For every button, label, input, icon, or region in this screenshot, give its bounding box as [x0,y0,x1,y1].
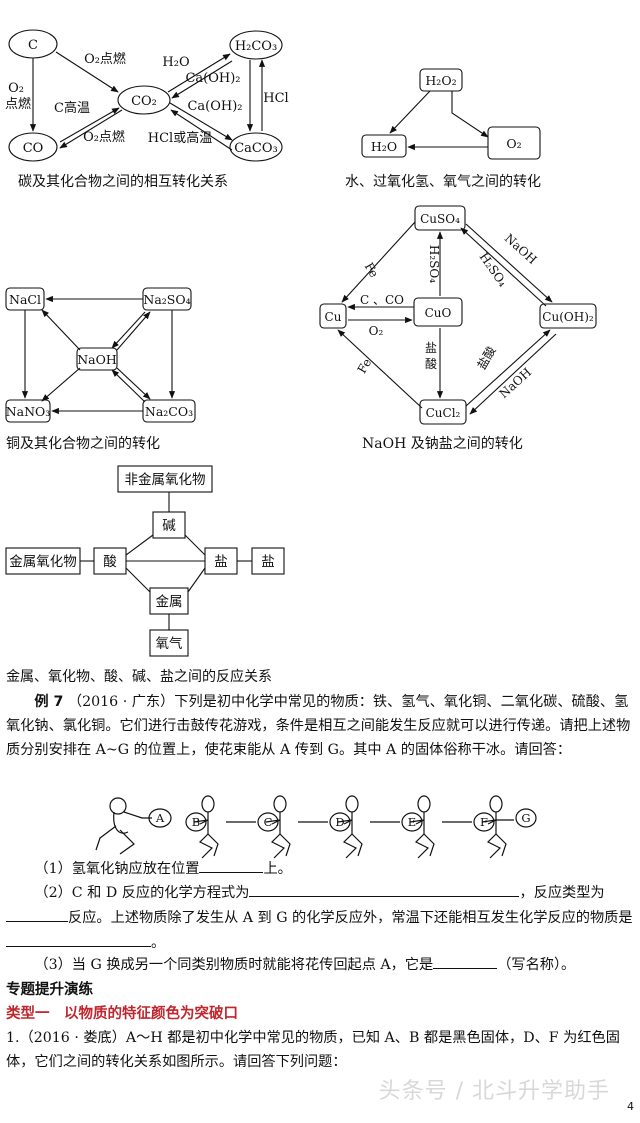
carbon-caption: 碳及其化合物之间的相互转化关系 [18,174,228,190]
pos-f: F [480,815,488,829]
flower-passing-figure: A B C D E F G [95,795,537,859]
question-1: （1）氢氧化钠应放在位置上。 [6,856,634,881]
question-3: （3）当 G 换成另一个同类别物质时就能将花传回起点 A，它是（写名称）。 [6,952,634,977]
answer-blank-2a[interactable] [249,880,520,897]
label-h2so4-mid: H₂SO₄ [427,245,441,283]
watermark: 头条号 / 北斗升学助手 [378,1079,610,1104]
label-naoh-bottom: NaOH [497,365,535,401]
type-heading: 类型一 以物质的特征颜色为突破口 [6,1006,238,1022]
answer-blank-1[interactable] [199,856,264,873]
sodium-caption: 铜及其化合物之间的转化 [6,436,160,452]
relations-caption: 金属、氧化物、酸、碱、盐之间的反应关系 [6,669,272,685]
example-title: 例 7 [34,694,64,710]
label-o2-ignite-top: O₂点燃 [84,51,126,67]
example-body: （2016 · 广东）下列是初中化学中常见的物质：铁、氢气、氧化铜、二氧化碳、硫… [6,694,631,758]
copper-diagram: CuSO₄ Cu CuO Cu(OH)₂ CuCl₂ Fe H₂SO₄ NaOH… [319,205,597,425]
question-2: （2）C 和 D 反应的化学方程式为，反应类型为反应。上述物质除了发生从 A 到… [6,880,634,955]
label-o2: O₂ [369,324,384,338]
node-cucl2: CuCl₂ [426,406,461,420]
node-h2o: H₂O [371,139,397,154]
node-h2co3: H₂CO₃ [235,39,277,54]
node-metal: 金属 [156,594,183,610]
node-salt-1: 盐 [214,554,228,570]
node-metal-oxide: 金属氧化物 [9,554,77,570]
label-hcl-or-high: HCl或高温 [148,130,212,146]
pos-d: D [335,815,344,829]
node-nacl: NaCl [9,292,41,307]
label-h2so4-diag: H₂SO₄ [477,250,510,289]
water-diagram: H₂O₂ H₂O O₂ [361,68,541,160]
label-caoh2-a: Ca(OH)₂ [185,71,240,86]
node-cuoh2: Cu(OH)₂ [542,310,594,324]
answer-blank-2b[interactable] [6,905,68,922]
water-caption: 水、过氧化氢、氧气之间的转化 [345,174,541,190]
label-caoh2-b: Ca(OH)₂ [187,99,242,114]
node-h2o2: H₂O₂ [425,73,456,88]
label-ignite-left: 点燃 [5,96,31,112]
node-cuo: CuO [425,306,452,320]
label-hcl-mid-2: 酸 [425,356,437,371]
label-hcl-diag: 盐酸 [474,344,499,372]
node-nano3: NaNO₃ [6,404,51,419]
node-o2: O₂ [506,136,521,151]
node-caco3: CaCO₃ [234,141,278,156]
node-salt-2: 盐 [261,554,275,570]
pos-e: E [408,815,416,829]
node-cuso4: CuSO₄ [420,212,460,226]
sodium-diagram: NaCl Na₂SO₄ NaOH NaNO₃ Na₂CO₃ [5,287,196,423]
pos-g: G [521,811,530,825]
example-paragraph: 例 7 （2016 · 广东）下列是初中化学中常见的物质：铁、氢气、氧化铜、二氧… [6,690,634,762]
node-oxygen: 氧气 [156,636,183,652]
node-naoh: NaOH [77,352,117,367]
node-co2: CO₂ [131,94,157,109]
label-c-high-temp: C高温 [54,100,90,116]
carbon-diagram: C CO CO₂ H₂CO₃ CaCO₃ O₂ 点燃 O₂点燃 C高温 O₂点燃… [5,29,289,162]
relations-diagram: 非金属氧化物 碱 金属氧化物 酸 盐 盐 金属 氧气 [5,465,285,657]
node-acid: 酸 [103,554,117,570]
answer-blank-2c[interactable] [6,930,151,947]
node-nonmetal-oxide: 非金属氧化物 [125,472,206,488]
node-base: 碱 [162,518,176,534]
problem-1: 1.（2016 · 娄底）A～H 都是初中化学中常见的物质，已知 A、B 都是黑… [6,1030,620,1070]
pos-a: A [155,811,165,825]
node-na2co3: Na₂CO₃ [145,404,193,419]
label-hcl: HCl [263,91,288,106]
pos-b: B [192,815,200,829]
page-number: 4 [627,1100,634,1113]
label-h2o: H₂O [162,55,189,70]
label-fe-top: Fe [362,260,382,280]
label-o2-ignite-bottom: O₂点燃 [83,129,125,145]
node-co: CO [23,141,44,156]
label-o2-left: O₂ [8,81,24,96]
answer-blank-3[interactable] [433,952,498,969]
label-fe-bottom: Fe [355,356,375,376]
node-na2so4: Na₂SO₄ [143,292,190,307]
copper-caption: NaOH 及钠盐之间的转化 [362,436,523,452]
node-cu: Cu [325,310,342,324]
label-c-co: C 、CO [360,293,404,307]
label-hcl-mid-1: 盐 [425,341,437,355]
section-heading: 专题提升演练 [6,982,93,998]
node-c: C [28,38,38,53]
pos-c: C [264,815,273,829]
